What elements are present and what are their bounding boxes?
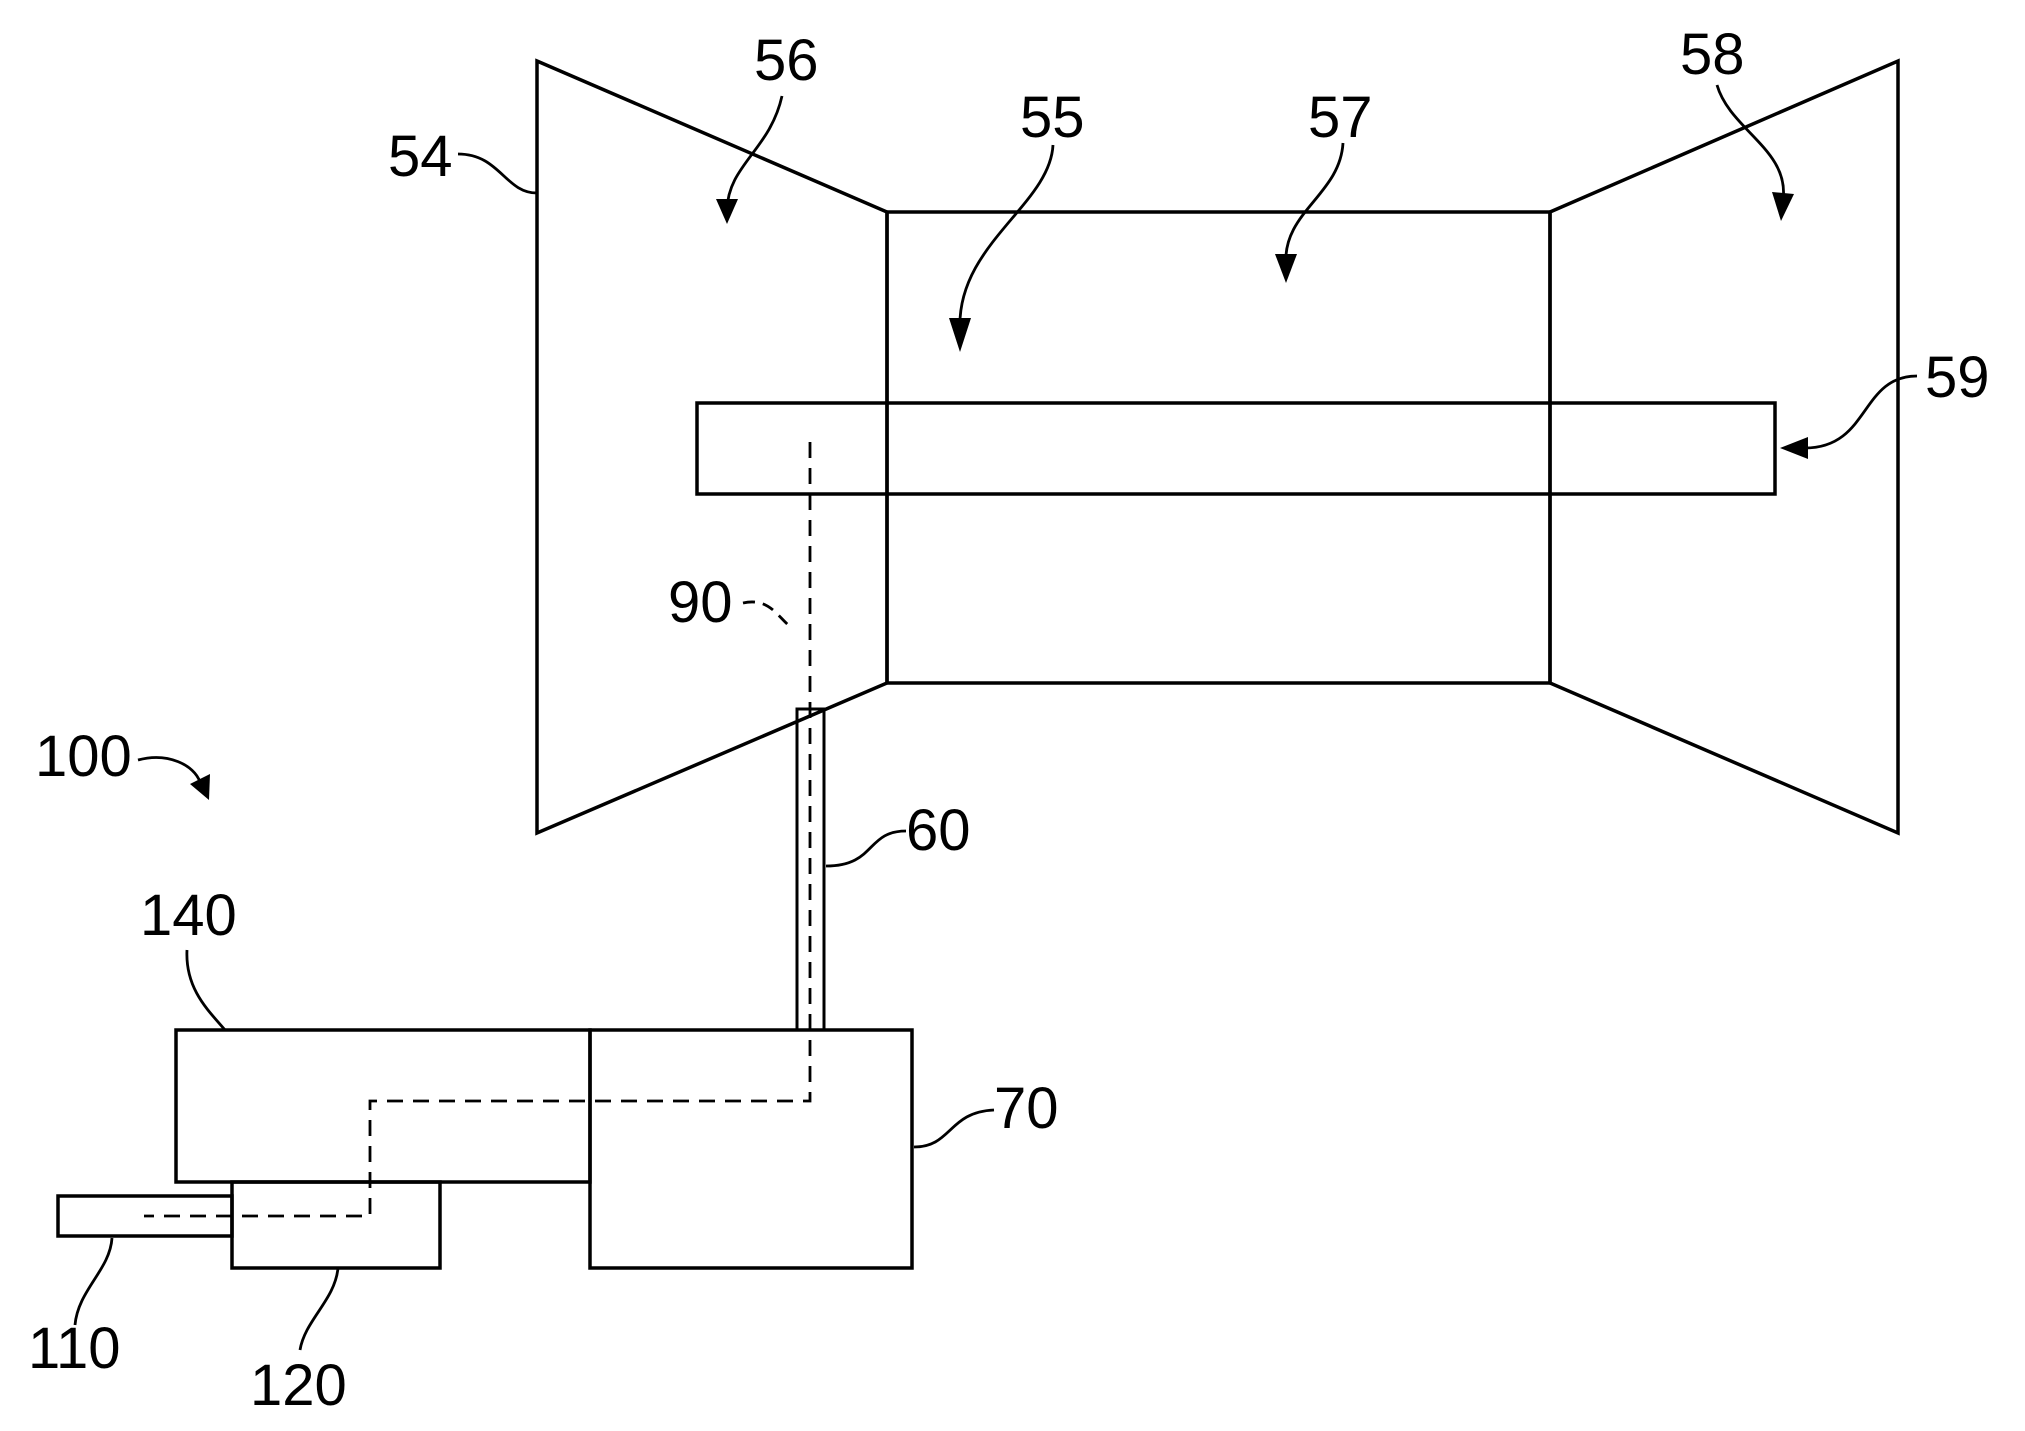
leader-110: [75, 1238, 112, 1325]
box-120: [232, 1182, 440, 1268]
leader-100: [138, 758, 200, 782]
leader-55: [960, 145, 1053, 330]
arrowhead-56: [716, 199, 738, 224]
ground-equipment: [58, 1030, 912, 1268]
leader-70: [914, 1110, 994, 1147]
box-140: [176, 1030, 590, 1182]
leader-60: [826, 831, 906, 866]
arrowhead-59: [1780, 437, 1808, 459]
label-60: 60: [906, 798, 971, 863]
leader-120: [300, 1268, 338, 1350]
leader-90: [743, 602, 792, 628]
arrowhead-100: [190, 774, 210, 800]
label-57: 57: [1308, 85, 1373, 150]
label-70: 70: [994, 1076, 1059, 1141]
label-140: 140: [140, 883, 237, 948]
label-56: 56: [754, 28, 819, 93]
shaft-59: [697, 403, 1775, 494]
label-90: 90: [668, 570, 733, 635]
leader-57: [1286, 143, 1343, 265]
arrowhead-58: [1772, 192, 1794, 221]
leader-58: [1717, 85, 1784, 200]
engine: [537, 61, 1898, 833]
leader-lines: [75, 85, 1917, 1350]
arrowhead-57: [1275, 254, 1297, 283]
label-58: 58: [1680, 22, 1745, 87]
turbine-section-58: [1550, 61, 1898, 833]
label-100: 100: [35, 724, 132, 789]
leader-56: [727, 96, 782, 210]
label-120: 120: [250, 1353, 347, 1418]
reference-numerals: 54 56 55 57 58 59 90 100 60 140 70 110 1…: [28, 22, 1990, 1418]
box-70: [590, 1030, 912, 1268]
label-54: 54: [388, 124, 453, 189]
combustor-section-57: [887, 212, 1550, 683]
dashed-path-90: [144, 442, 810, 1216]
label-59: 59: [1925, 345, 1990, 410]
label-55: 55: [1020, 85, 1085, 150]
arrowhead-55: [949, 318, 971, 352]
leader-140: [187, 950, 225, 1030]
label-110: 110: [28, 1316, 120, 1381]
compressor-section-54: [537, 61, 887, 833]
leader-54: [458, 154, 537, 193]
leader-59: [1805, 376, 1917, 448]
